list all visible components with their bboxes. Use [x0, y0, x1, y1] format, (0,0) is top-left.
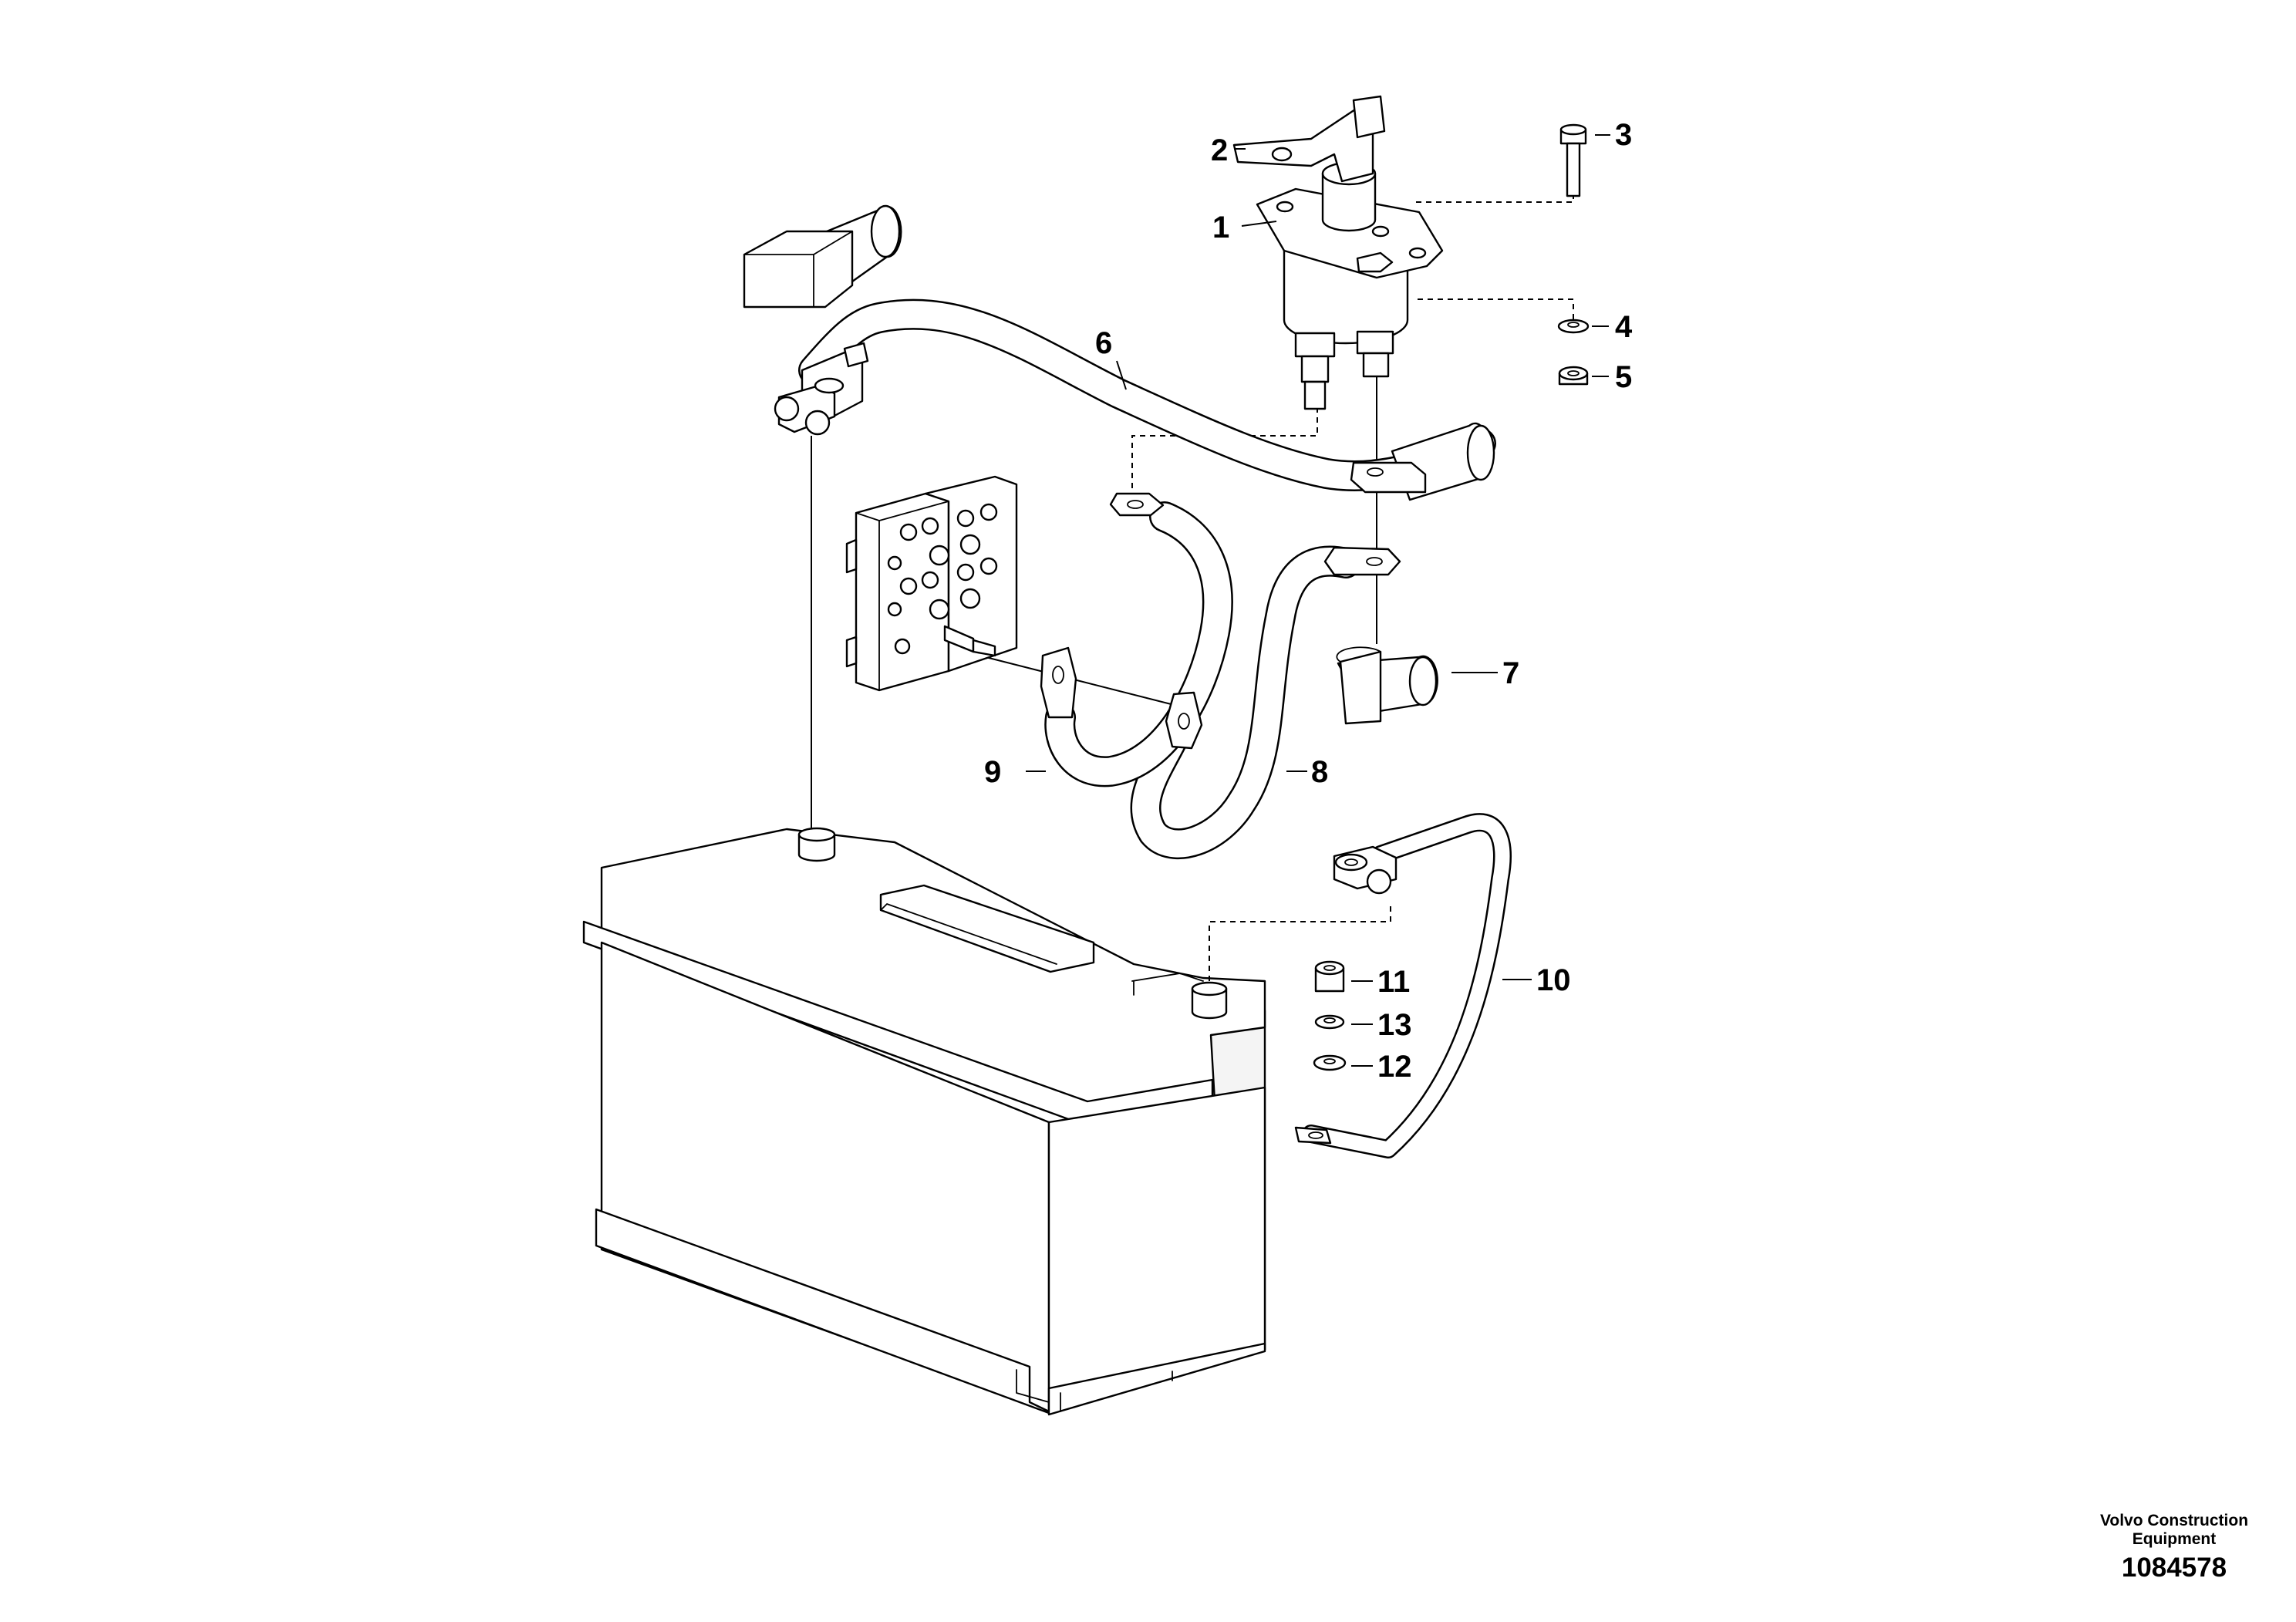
callout-11: 11	[1377, 965, 1410, 999]
bolt-3	[1559, 123, 1587, 197]
callout-6: 6	[1095, 326, 1112, 360]
callout-12: 12	[1377, 1050, 1412, 1084]
leader-lines	[1026, 134, 1610, 1067]
cable-8	[1130, 545, 1401, 860]
ground-strap-10	[1294, 813, 1512, 1158]
switch-key	[1232, 95, 1386, 183]
callout-1: 1	[1212, 211, 1229, 244]
drawing-number: 1084578	[2122, 1553, 2227, 1583]
cable-6	[798, 298, 1496, 501]
terminal-cover	[743, 204, 902, 309]
washer-4	[1557, 319, 1590, 334]
footer: Volvo Construction Equipment 1084578	[2100, 1512, 2248, 1583]
callout-7: 7	[1502, 656, 1519, 690]
battery-clamp-positive	[774, 342, 869, 436]
battery-main-switch	[1256, 161, 1444, 410]
lock-washer-13	[1314, 1014, 1345, 1030]
callout-2: 2	[1211, 133, 1228, 167]
company-name-line1: Volvo Construction	[2100, 1512, 2248, 1529]
terminal-block	[845, 475, 1018, 692]
battery	[582, 827, 1266, 1416]
callout-4: 4	[1615, 310, 1633, 344]
company-name-line2: Equipment	[2132, 1530, 2217, 1548]
callout-labels: 1 2 3 4 5 6 7 8 9 10 11 13 12	[984, 118, 1633, 1084]
callout-5: 5	[1615, 360, 1632, 394]
callout-9: 9	[984, 755, 1001, 789]
callout-3: 3	[1615, 118, 1632, 152]
cable-8-lower-lug	[1165, 691, 1203, 750]
terminal-boot-7	[1336, 646, 1438, 725]
callout-8: 8	[1311, 755, 1328, 789]
callout-13: 13	[1377, 1008, 1412, 1042]
washer-12	[1313, 1054, 1347, 1071]
callout-10: 10	[1536, 963, 1571, 997]
nut-11	[1314, 960, 1345, 993]
nut-5	[1558, 366, 1589, 386]
